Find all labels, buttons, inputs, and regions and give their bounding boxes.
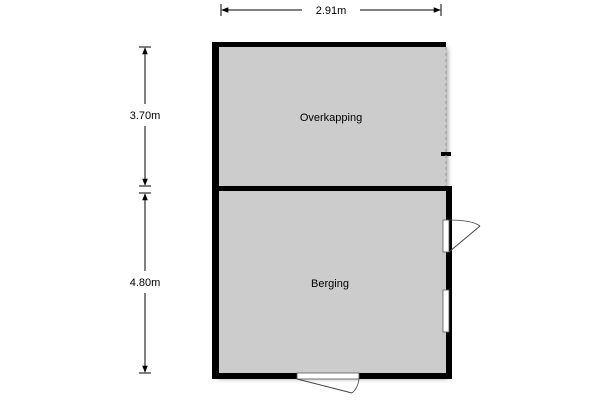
front-door-opening: [296, 372, 360, 380]
side-door-swing-arc: [448, 219, 481, 227]
room-label-berging: Berging: [311, 278, 349, 290]
front-door-swing-arc: [351, 378, 360, 394]
floor-area: [215, 45, 446, 376]
width-dimension: 2.91m: [220, 4, 442, 17]
side-window: [442, 289, 450, 333]
side-door-leaf: [448, 225, 481, 253]
room-label-overkapping: Overkapping: [300, 112, 362, 124]
wall-tab: [441, 152, 451, 156]
upper-room-floor: [215, 45, 446, 189]
right-wall-lower: [446, 186, 452, 379]
side-door-opening: [442, 219, 450, 253]
divider-wall: [212, 186, 452, 191]
front-door: [296, 372, 360, 394]
lower-height-dimension: 4.80m: [130, 192, 161, 374]
width-dimension-label: 2.91m: [316, 5, 347, 17]
front-door-leaf: [296, 378, 353, 394]
lower-room-floor: [215, 189, 446, 376]
side-door: [442, 219, 481, 253]
left-wall: [212, 42, 219, 379]
upper-height-dimension: 3.70m: [130, 46, 161, 187]
top-wall: [212, 42, 446, 47]
lower-height-label: 4.80m: [130, 277, 161, 289]
upper-height-label: 3.70m: [130, 110, 161, 122]
